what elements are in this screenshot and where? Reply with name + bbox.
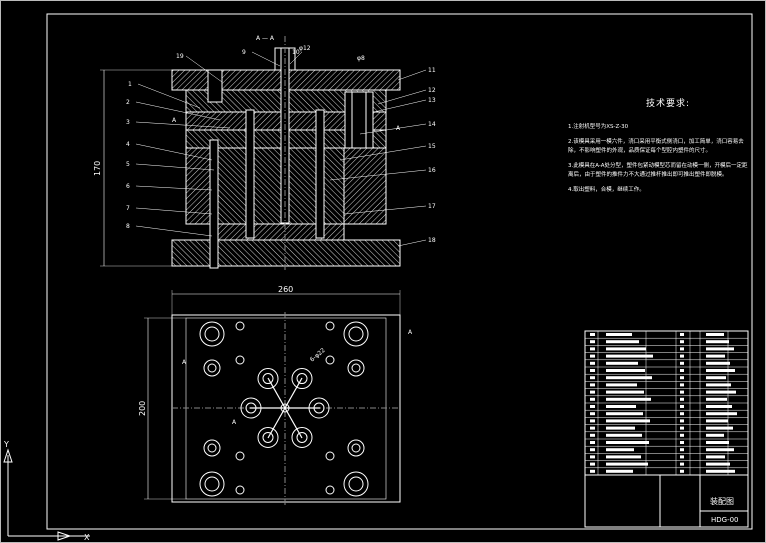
bottom-clamp-plate — [171, 239, 401, 267]
cavity — [291, 426, 313, 448]
part-label-2: 2 — [126, 99, 130, 106]
part-label-15: 15 — [428, 143, 436, 150]
part-label-4: 4 — [126, 141, 130, 148]
screw-hole — [235, 485, 245, 495]
screw-hole — [235, 451, 245, 461]
part-label-13: 13 — [428, 97, 436, 104]
part-label-7: 7 — [126, 205, 130, 212]
screw-19 — [207, 69, 223, 103]
plan-section-a-bottom: A — [232, 419, 237, 426]
guide-pin-hole — [347, 359, 365, 377]
tech-note-4: 4.取出塑料，合模，继续工作。 — [568, 187, 645, 193]
part-label-17: 17 — [428, 203, 436, 210]
screw-hole — [235, 321, 245, 331]
bom-table — [585, 330, 748, 475]
dim-260-label: 260 — [278, 285, 293, 294]
screw-hole — [325, 355, 335, 365]
tech-note-3: 3.此模具在A-A处分型，塑件包紧动模型芯而留在动模一侧，开模后一定距离后，由于… — [568, 163, 748, 178]
ejector-pin-left — [245, 109, 255, 239]
part-label-1: 1 — [128, 81, 132, 88]
runner-star — [250, 377, 320, 439]
guide-bush-hole — [199, 471, 225, 497]
sheet-frame-inner — [46, 13, 753, 530]
title-block: 装配图 HDG-00 — [584, 330, 749, 528]
plan-view: 260 200 6-φ22 A A A — [138, 285, 413, 505]
dim-phi-top-1: φ12 — [299, 45, 311, 52]
part-label-5: 5 — [126, 161, 130, 168]
part-label-10: 10 — [292, 49, 300, 56]
plan-section-a-right: A — [408, 329, 413, 336]
tech-note-2: 2.该模具采用一模六件，浇口采用平衡式侧浇口，加工简单，浇口容易去除，不影响塑件… — [568, 139, 744, 154]
part-label-9: 9 — [242, 49, 246, 56]
screw-hole — [325, 485, 335, 495]
tech-title: 技术要求: — [645, 99, 691, 109]
guide-pin-hole — [203, 359, 221, 377]
section-arrow-left: A — [172, 117, 177, 124]
part-label-8: 8 — [126, 223, 130, 230]
tech-note-1: 1.注射机型号为XS-Z-30 — [568, 124, 629, 130]
technical-requirements: 技术要求: 1.注射机型号为XS-Z-30 2.该模具采用一模六件，浇口采用平衡… — [568, 96, 748, 201]
drawing-number: HDG-00 — [711, 516, 739, 524]
ejector-pin-right — [315, 109, 325, 239]
svg-text:X: X — [84, 533, 90, 542]
dim-170-label: 170 — [93, 161, 102, 176]
part-label-6: 6 — [126, 183, 130, 190]
screw-hole — [325, 321, 335, 331]
part-label-14: 14 — [428, 121, 436, 128]
dim-phi-top-2: φ8 — [357, 55, 365, 62]
section-arrow-right: A — [396, 125, 401, 132]
guide-pin-hole — [347, 439, 365, 457]
section-mark: A — A — [256, 35, 275, 42]
screw-hole — [325, 451, 335, 461]
part-label-11: 11 — [428, 67, 436, 74]
svg-text:Y: Y — [3, 440, 9, 449]
guide-pin — [351, 91, 367, 149]
guide-bush-hole — [343, 321, 369, 347]
section-view: 170 A — A φ12 φ8 A A — [93, 35, 401, 270]
screw-hole — [235, 355, 245, 365]
guide-pin-hole — [203, 439, 221, 457]
pcd-label: 6-φ22 — [309, 347, 327, 364]
cavity — [257, 368, 279, 390]
part-label-19: 19 — [176, 53, 184, 60]
plan-section-a-left: A — [182, 359, 187, 366]
part-label-16: 16 — [428, 167, 436, 174]
dim-200-label: 200 — [138, 401, 147, 416]
part-label-3: 3 — [126, 119, 130, 126]
spacer-block-right — [343, 147, 387, 225]
drawing-name: 装配图 — [710, 496, 734, 506]
part-label-12: 12 — [428, 87, 436, 94]
guide-bush-hole — [343, 471, 369, 497]
return-pin — [209, 139, 219, 269]
part-label-18: 18 — [428, 237, 436, 244]
ucs-icon: X Y — [3, 440, 90, 542]
cavity — [257, 426, 279, 448]
guide-bush-hole — [199, 321, 225, 347]
cavity — [291, 368, 313, 390]
